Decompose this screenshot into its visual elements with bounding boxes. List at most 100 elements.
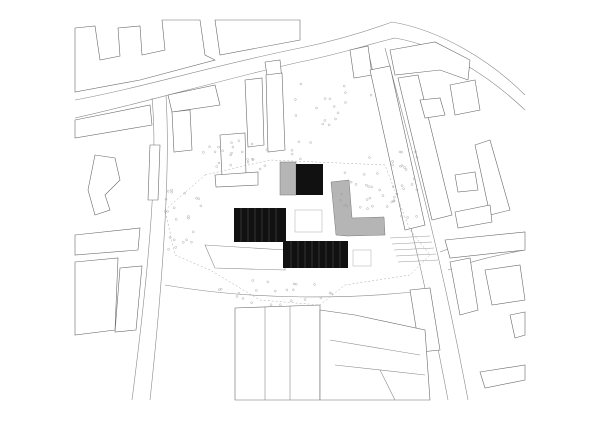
building-block xyxy=(419,97,446,119)
tree-symbol xyxy=(164,210,167,213)
tree-symbol xyxy=(410,183,414,186)
site-outline xyxy=(164,159,431,306)
tree-symbol xyxy=(328,291,332,295)
tree-symbol xyxy=(218,288,221,291)
tree-symbol xyxy=(368,156,371,159)
tree-symbol xyxy=(370,185,373,189)
tree-symbol xyxy=(168,236,172,239)
tree-symbol xyxy=(241,297,245,300)
tree-symbol xyxy=(390,200,394,204)
building-block xyxy=(397,74,453,221)
tree-symbol xyxy=(174,246,177,249)
tree-symbol xyxy=(327,123,331,127)
tree-symbol xyxy=(231,145,235,149)
building-block xyxy=(484,264,526,306)
tree-symbol xyxy=(292,282,296,286)
tree-symbol xyxy=(294,114,298,117)
tree-symbol xyxy=(393,195,396,199)
tree-symbol xyxy=(182,241,185,244)
tree-symbol xyxy=(342,84,346,88)
tree-symbol xyxy=(339,199,342,202)
tree-symbol xyxy=(251,158,254,161)
tree-symbol xyxy=(185,238,188,242)
road-northeast-edge xyxy=(391,21,526,96)
tree-symbol xyxy=(406,216,409,219)
tree-symbol xyxy=(415,156,419,159)
tree-symbol xyxy=(199,204,203,208)
tree-symbol xyxy=(241,150,244,154)
tree-symbol xyxy=(369,93,373,97)
building-block xyxy=(74,257,119,336)
tree-symbol xyxy=(328,97,332,101)
tree-symbol xyxy=(395,192,399,196)
tree-symbol xyxy=(269,303,273,306)
tree-symbol xyxy=(295,283,298,286)
project-buildings xyxy=(234,161,386,268)
tree-symbol xyxy=(391,185,395,188)
tree-symbol xyxy=(399,165,402,168)
tree-symbol xyxy=(172,238,176,242)
tree-symbol xyxy=(192,230,195,234)
building-block xyxy=(319,309,431,401)
tree-symbol xyxy=(258,167,262,171)
tree-symbol xyxy=(346,204,349,208)
building-block xyxy=(369,65,426,231)
building-block xyxy=(114,265,143,333)
building-block xyxy=(389,41,471,81)
tree-symbol xyxy=(274,289,277,293)
building-block xyxy=(454,204,493,229)
tree-symbol xyxy=(366,207,369,210)
courtyard-square xyxy=(294,209,323,233)
new-building-black-north xyxy=(296,164,323,195)
tree-symbol xyxy=(391,163,394,166)
tree-symbol xyxy=(343,171,347,174)
tree-symbol xyxy=(303,298,307,301)
tree-symbol xyxy=(266,280,270,284)
tree-symbol xyxy=(167,190,170,193)
tree-symbol xyxy=(263,164,267,168)
existing-building-gray xyxy=(279,161,297,196)
road-east-edge-2 xyxy=(384,47,469,401)
tree-symbol xyxy=(354,183,358,186)
tree-symbol xyxy=(321,122,324,126)
tree-symbol xyxy=(217,145,220,149)
tree-symbol xyxy=(197,197,200,200)
building-block xyxy=(214,171,259,188)
tree-symbol xyxy=(173,206,176,209)
tree-symbol xyxy=(195,196,198,200)
tree-symbol xyxy=(349,180,353,184)
tree-symbol xyxy=(174,218,178,221)
tree-symbol xyxy=(246,158,249,161)
tree-symbol xyxy=(402,187,405,190)
tree-symbol xyxy=(386,205,389,208)
building-block xyxy=(219,132,247,178)
building-block xyxy=(449,257,479,316)
building-block xyxy=(74,104,153,139)
tree-symbol xyxy=(294,98,297,101)
building-block xyxy=(444,231,526,259)
tree-symbol xyxy=(344,101,347,104)
tree-symbol xyxy=(290,149,294,152)
building-block xyxy=(234,304,321,401)
tree-symbol xyxy=(359,206,362,209)
tree-symbol xyxy=(371,205,374,208)
tree-symbol xyxy=(367,185,370,188)
tree-symbol xyxy=(297,140,301,144)
tree-symbol xyxy=(208,145,211,148)
tree-symbol xyxy=(250,301,253,304)
tree-symbol xyxy=(365,183,368,187)
tree-symbol xyxy=(381,194,385,197)
tree-symbol xyxy=(229,163,232,167)
tree-symbol xyxy=(183,191,186,195)
tree-symbol xyxy=(309,141,312,144)
tree-symbol xyxy=(221,149,224,152)
tree-symbol xyxy=(230,151,233,155)
tree-symbol xyxy=(400,151,403,154)
tree-symbol xyxy=(365,198,369,201)
tree-symbol xyxy=(213,150,217,154)
new-building-black-west xyxy=(234,208,286,242)
building-block xyxy=(449,79,481,116)
building-block xyxy=(87,154,121,216)
road-north-edge xyxy=(74,21,393,101)
tree-symbol xyxy=(251,279,254,282)
